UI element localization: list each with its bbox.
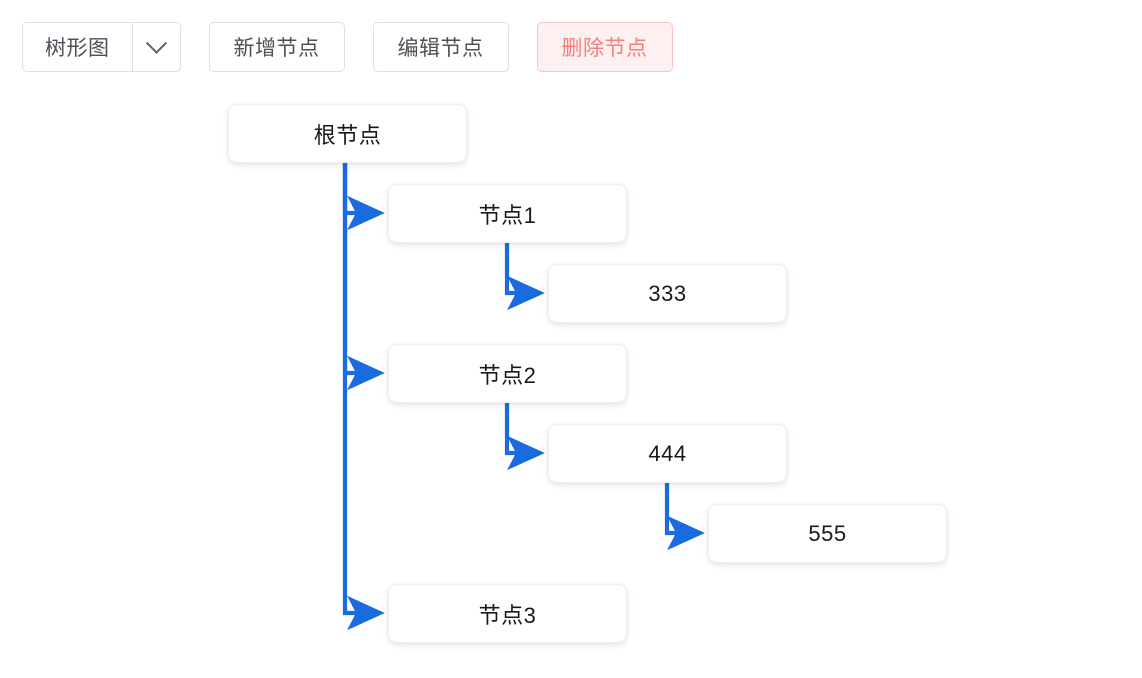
chevron-down-glyph <box>145 32 167 54</box>
edge-444-555 <box>664 483 705 551</box>
tree-node-333[interactable]: 333 <box>548 264 787 323</box>
edge-root-node1 <box>342 163 385 231</box>
node-label: 555 <box>808 520 847 546</box>
tree-node-555[interactable]: 555 <box>708 504 947 563</box>
node-label: 根节点 <box>313 122 382 148</box>
delete-node-button[interactable]: 删除节点 <box>536 22 673 72</box>
node-label: 节点3 <box>478 602 537 628</box>
node-label: 444 <box>648 440 687 466</box>
select-divider <box>131 23 133 71</box>
edge-root-node2 <box>342 163 385 391</box>
node-label: 节点1 <box>478 202 537 228</box>
tree-node-n1[interactable]: 节点1 <box>388 184 627 243</box>
edge-node2-444 <box>504 403 545 471</box>
tree-node-n2[interactable]: 节点2 <box>388 344 627 403</box>
toolbar: 树形图 新增节点 编辑节点 删除节点 <box>22 22 673 72</box>
edit-node-button[interactable]: 编辑节点 <box>372 22 509 72</box>
tree-node-root[interactable]: 根节点 <box>228 104 467 163</box>
chevron-down-icon[interactable] <box>133 23 180 71</box>
tree-node-444[interactable]: 444 <box>548 424 787 483</box>
edge-node1-333 <box>504 243 545 311</box>
tree-diagram-canvas: 根节点 节点1 333 节点2 444 555 节点3 <box>0 86 1142 678</box>
edge-root-node3 <box>342 163 385 631</box>
tree-node-n3[interactable]: 节点3 <box>388 584 627 643</box>
node-label: 333 <box>648 280 687 306</box>
add-node-button[interactable]: 新增节点 <box>208 22 345 72</box>
diagram-type-value[interactable]: 树形图 <box>45 37 110 60</box>
diagram-type-select[interactable]: 树形图 <box>22 22 181 72</box>
node-label: 节点2 <box>478 362 537 388</box>
